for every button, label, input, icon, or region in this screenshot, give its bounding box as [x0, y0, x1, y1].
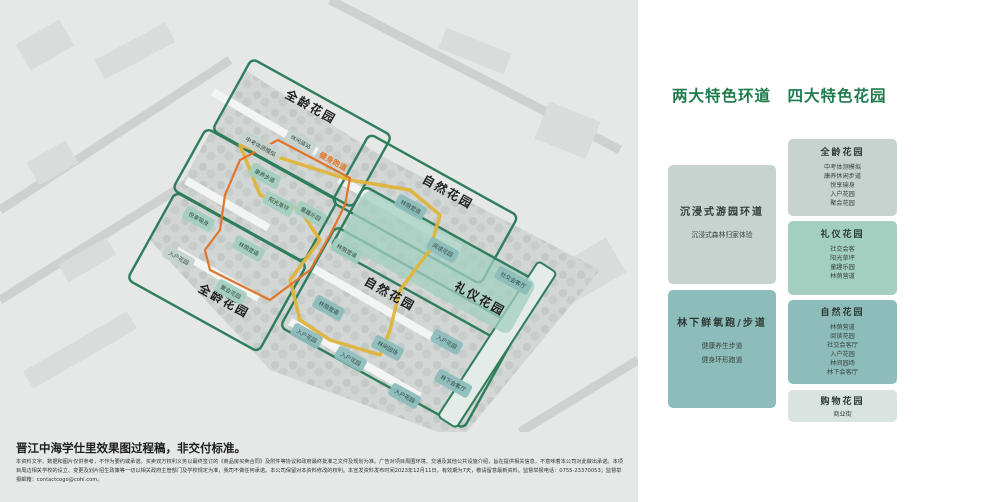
garden-card-title: 购物花园	[820, 397, 865, 407]
disclaimer: 晋江中海学仕里效果图过程稿，非交付标准。 本资料文字、数据和图片仅供参考，不作为…	[0, 432, 638, 502]
garden-card-item: 林间园场	[830, 360, 855, 367]
zone-all-age-bottom	[128, 192, 306, 352]
garden-card-shopping: 购物花园 商业街	[788, 390, 897, 422]
garden-card-title: 礼仪花园	[820, 230, 865, 240]
walking-loop-path	[203, 138, 352, 302]
loop-card-item: 健身环形跑道	[701, 356, 743, 364]
garden-card-item: 林下会客厅	[827, 369, 858, 376]
loop-card-item: 健康养生步道	[701, 342, 743, 350]
garden-card-item: 社交会客	[830, 246, 855, 253]
site-plan-drawing	[0, 0, 638, 432]
loop-card-fitness: 林下鲜氧跑/步道 健康养生步道 健身环形跑道	[668, 290, 776, 408]
legend-headline: 两大特色环道 四大特色花园	[672, 87, 887, 105]
loop-card-immersive: 沉浸式游园环道 沉浸式森林归家体验	[668, 165, 776, 284]
garden-card-item: 童趣乐园	[830, 264, 855, 271]
disclaimer-title: 晋江中海学仕里效果图过程稿，非交付标准。	[16, 441, 246, 455]
loop-card-title: 沉浸式游园环道	[680, 207, 764, 218]
garden-card-item: 入户花园	[830, 191, 855, 198]
garden-card-item: 入户花园	[830, 351, 855, 358]
garden-card-item: 阳光草坪	[830, 255, 855, 262]
garden-card-nature: 自然花园 林荫营道 阅读花园 社交会客厅 入户花园 林间园场 林下会客厅	[788, 300, 897, 384]
loop-card-item: 沉浸式森林归家体验	[691, 231, 753, 239]
garden-card-item: 商业街	[833, 411, 852, 418]
site-plan-map: 全龄花园 全龄花园 自然花园 自然花园 礼仪花园 健身跑道 中考体测模拟休闲驿站…	[0, 0, 638, 502]
loop-card-title: 林下鲜氧跑/步道	[677, 318, 767, 329]
garden-card-item: 中考体测模拟	[823, 164, 862, 171]
garden-card-item: 林荫营道	[830, 324, 855, 331]
garden-card-item: 林荫营道	[830, 273, 855, 280]
garden-card-title: 全龄花园	[820, 148, 865, 158]
garden-card-item: 社交会客厅	[827, 342, 858, 349]
garden-card-all-age: 全龄花园 中考体测模拟 康养休闲步道 悦享瑜身 入户花园 聚会花园	[788, 139, 897, 216]
garden-card-item: 阅读花园	[830, 333, 855, 340]
garden-card-title: 自然花园	[820, 308, 865, 318]
garden-card-item: 聚会花园	[830, 200, 855, 207]
garden-card-item: 悦享瑜身	[830, 182, 855, 189]
garden-card-ceremony: 礼仪花园 社交会客 阳光草坪 童趣乐园 林荫营道	[788, 221, 897, 295]
garden-card-item: 康养休闲步道	[823, 173, 862, 180]
disclaimer-notes: 本资料文字、数据和图片仅供参考，不作为要约或承诺。买卖双方权利义务以最终签订的《…	[16, 459, 623, 483]
